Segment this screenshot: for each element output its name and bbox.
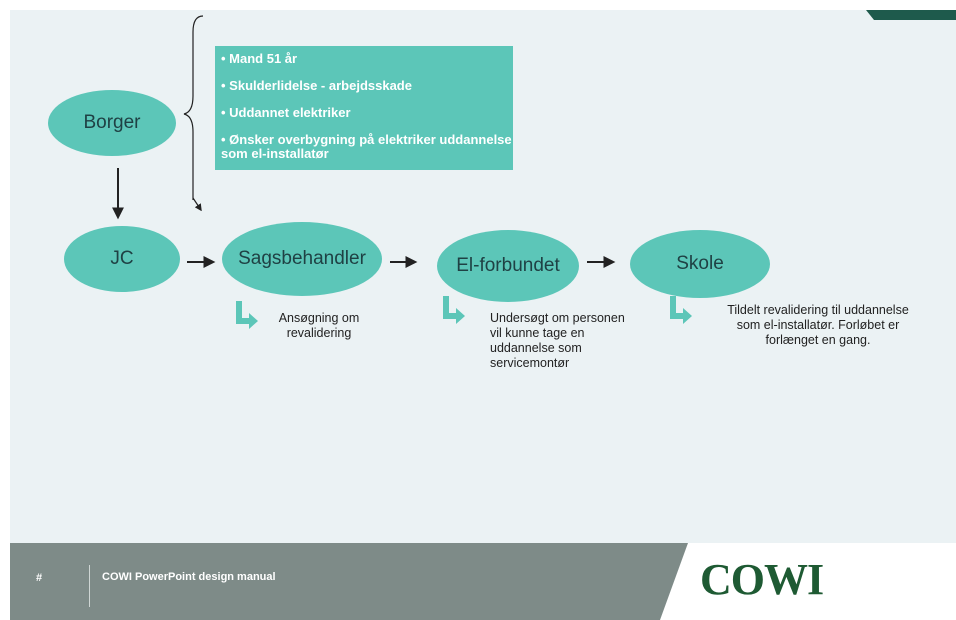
info-bullet: • Uddannet elektriker xyxy=(221,105,351,120)
node-elforbundet: El-forbundet xyxy=(437,230,579,302)
note-line: forlænget en gang. xyxy=(765,333,871,347)
note-line: uddannelse som xyxy=(490,341,582,355)
corner-accent xyxy=(866,10,956,20)
note-line: Undersøgt om personen xyxy=(490,311,625,325)
info-bullet: • Skulderlidelse - arbejdsskade xyxy=(221,78,412,93)
return-arrow-icon xyxy=(670,296,692,324)
note-line: som el-installatør. Forløbet er xyxy=(736,318,900,332)
note-line: servicemontør xyxy=(490,356,570,370)
node-skole: Skole xyxy=(630,230,770,298)
note-skole: Tildelt revalidering til uddannelse som … xyxy=(698,303,938,348)
note-line: vil kunne tage en xyxy=(490,326,585,340)
note-line: revalidering xyxy=(286,326,352,340)
note-elforbundet: Undersøgt om personen vil kunne tage en … xyxy=(490,311,625,371)
return-arrow-icon xyxy=(236,301,258,329)
footer-logo-area xyxy=(660,543,956,620)
note-line: Ansøgning om xyxy=(278,311,360,325)
node-jc: JC xyxy=(64,226,180,292)
person-info-box: • Mand 51 år • Skulderlidelse - arbejdss… xyxy=(215,46,513,170)
node-borger: Borger xyxy=(48,90,176,156)
page-number: # xyxy=(36,572,43,584)
note-sagsbehandler: Ansøgning om revalidering xyxy=(266,311,372,341)
note-line: Tildelt revalidering til uddannelse xyxy=(727,303,909,317)
footer-title: COWI PowerPoint design manual xyxy=(102,571,276,583)
info-bullet: • Ønsker overbygning på elektriker uddan… xyxy=(221,132,512,161)
info-bullet: • Mand 51 år xyxy=(221,51,298,66)
footer-divider xyxy=(89,565,90,607)
node-sagsbehandler: Sagsbehandler xyxy=(222,222,382,296)
return-arrow-icon xyxy=(443,296,465,324)
cowi-logo: COWI xyxy=(700,555,824,604)
